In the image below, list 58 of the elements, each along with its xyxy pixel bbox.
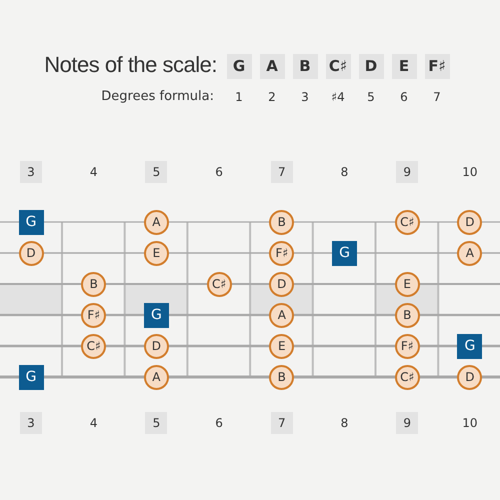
root-note-marker: G (18, 210, 44, 234)
note-marker: D (457, 364, 482, 390)
degree-number: 7 (433, 89, 441, 105)
fret-number: 9 (396, 161, 418, 183)
degree-number: ♯4 (331, 89, 345, 105)
root-note-marker: G (457, 334, 482, 358)
heading: Notes of the scale: (44, 52, 217, 78)
fret-number: 4 (90, 415, 98, 431)
note-marker: A (144, 210, 169, 234)
note-marker: C♯ (394, 210, 420, 234)
fret-number: 8 (340, 164, 348, 180)
note-marker: C♯ (81, 334, 106, 358)
root-note-marker: G (332, 240, 357, 266)
note-marker: C♯ (394, 364, 420, 390)
note-marker: D (457, 210, 482, 234)
fret-number: 9 (396, 412, 418, 434)
note-marker: B (269, 210, 294, 234)
fret-number: 6 (215, 164, 223, 180)
scale-note: C♯ (326, 54, 350, 78)
scale-note: A (260, 54, 284, 78)
note-marker: D (144, 334, 169, 358)
note-marker: B (81, 272, 106, 296)
fret-number: 4 (90, 164, 98, 180)
note-marker: A (457, 240, 482, 266)
scale-note: B (292, 54, 318, 78)
fret-number: 5 (145, 412, 168, 434)
scale-note: E (392, 54, 416, 78)
note-marker: C♯ (206, 272, 232, 296)
degree-number: 2 (268, 89, 276, 105)
note-marker: F♯ (394, 334, 420, 358)
note-marker: D (269, 272, 294, 296)
root-note-marker: G (144, 302, 169, 328)
note-marker: E (144, 240, 169, 266)
note-marker: F♯ (269, 240, 294, 266)
note-marker: E (394, 272, 420, 296)
fret-number: 8 (340, 415, 348, 431)
scale-note: G (226, 54, 252, 78)
degree-number: 1 (235, 89, 243, 105)
fret-number: 3 (20, 412, 42, 434)
fret-number: 7 (270, 161, 293, 183)
degree-number: 3 (301, 89, 309, 105)
degrees-heading: Degrees formula: (101, 89, 214, 105)
fret-number: 6 (215, 415, 223, 431)
note-marker: F♯ (81, 302, 106, 328)
fret-number: 3 (20, 161, 42, 183)
fret-number: 5 (145, 161, 168, 183)
note-marker: A (144, 364, 169, 390)
fret-number: 7 (270, 412, 293, 434)
fret-number: 10 (462, 164, 478, 180)
degree-number: 6 (400, 89, 408, 105)
note-marker: E (269, 334, 294, 358)
degree-number: 5 (367, 89, 375, 105)
root-note-marker: G (18, 364, 44, 390)
scale-note: D (358, 54, 384, 78)
scale-note: F♯ (424, 54, 450, 78)
note-marker: B (269, 364, 294, 390)
note-marker: D (18, 240, 44, 266)
fret-number: 10 (462, 415, 478, 431)
